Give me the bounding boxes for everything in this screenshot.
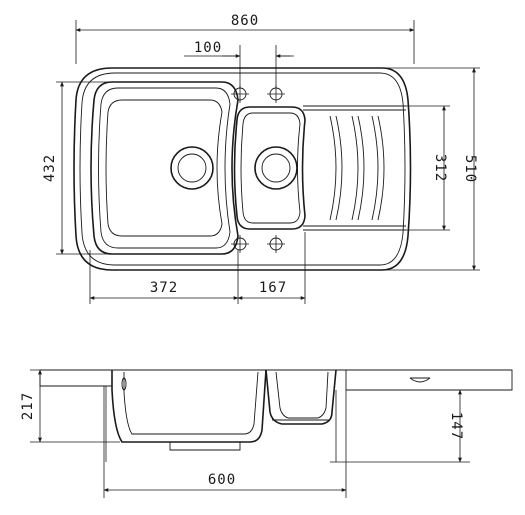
dimension-tap-spacing: 100 — [184, 40, 294, 88]
main-bowl-drain-icon — [170, 146, 214, 190]
overall-depth-label: 510 — [462, 155, 478, 183]
main-bowl-drain-inner — [177, 153, 207, 183]
dimension-base-width: 600 — [103, 462, 347, 498]
small-bowl-depth-label: 312 — [432, 154, 448, 182]
main-bowl-section-inner — [123, 371, 259, 435]
main-bowl-section — [111, 369, 267, 443]
tap-holes — [231, 85, 285, 253]
dimension-main-bowl-depth: 432 — [42, 81, 110, 255]
dimension-overall-depth: 510 — [384, 67, 480, 271]
sink-outline-inner — [79, 72, 406, 266]
main-bowl-inner — [98, 87, 231, 249]
tap-spacing-label: 100 — [194, 40, 222, 56]
main-bowl-height-label: 217 — [20, 392, 36, 420]
main-bowl-width-label: 372 — [150, 280, 178, 296]
dimension-main-bowl-width: 372 — [89, 250, 239, 304]
main-bowl-floor — [105, 99, 223, 237]
small-bowl — [233, 106, 306, 230]
small-bowl-section-inner — [275, 371, 329, 419]
right-ledge — [345, 369, 513, 391]
base-width-label: 600 — [208, 472, 236, 488]
side-view: 217 147 600 — [20, 369, 513, 498]
top-view: 860 100 432 312 — [42, 13, 480, 304]
small-bowl-inner — [240, 112, 301, 224]
small-bowl-drain-inner — [261, 153, 291, 183]
dimension-small-bowl-width: 167 — [237, 232, 306, 304]
sink-outline — [73, 67, 412, 271]
left-ledge — [39, 369, 113, 387]
overall-width-label: 860 — [231, 13, 259, 29]
main-bowl — [90, 81, 239, 255]
small-bowl-section — [265, 369, 337, 425]
dimension-small-bowl-depth: 312 — [400, 105, 450, 231]
dimension-main-bowl-height: 217 — [20, 369, 120, 443]
small-bowl-drain-icon — [254, 146, 298, 190]
main-bowl-depth-label: 432 — [42, 154, 58, 182]
dimension-overall-width: 860 — [75, 13, 415, 64]
small-bowl-width-label: 167 — [259, 280, 287, 296]
dimension-small-bowl-height: 147 — [330, 389, 470, 463]
main-bowl-drain-section — [169, 442, 241, 451]
drainer-area — [303, 105, 406, 231]
small-bowl-height-label: 147 — [448, 412, 464, 440]
